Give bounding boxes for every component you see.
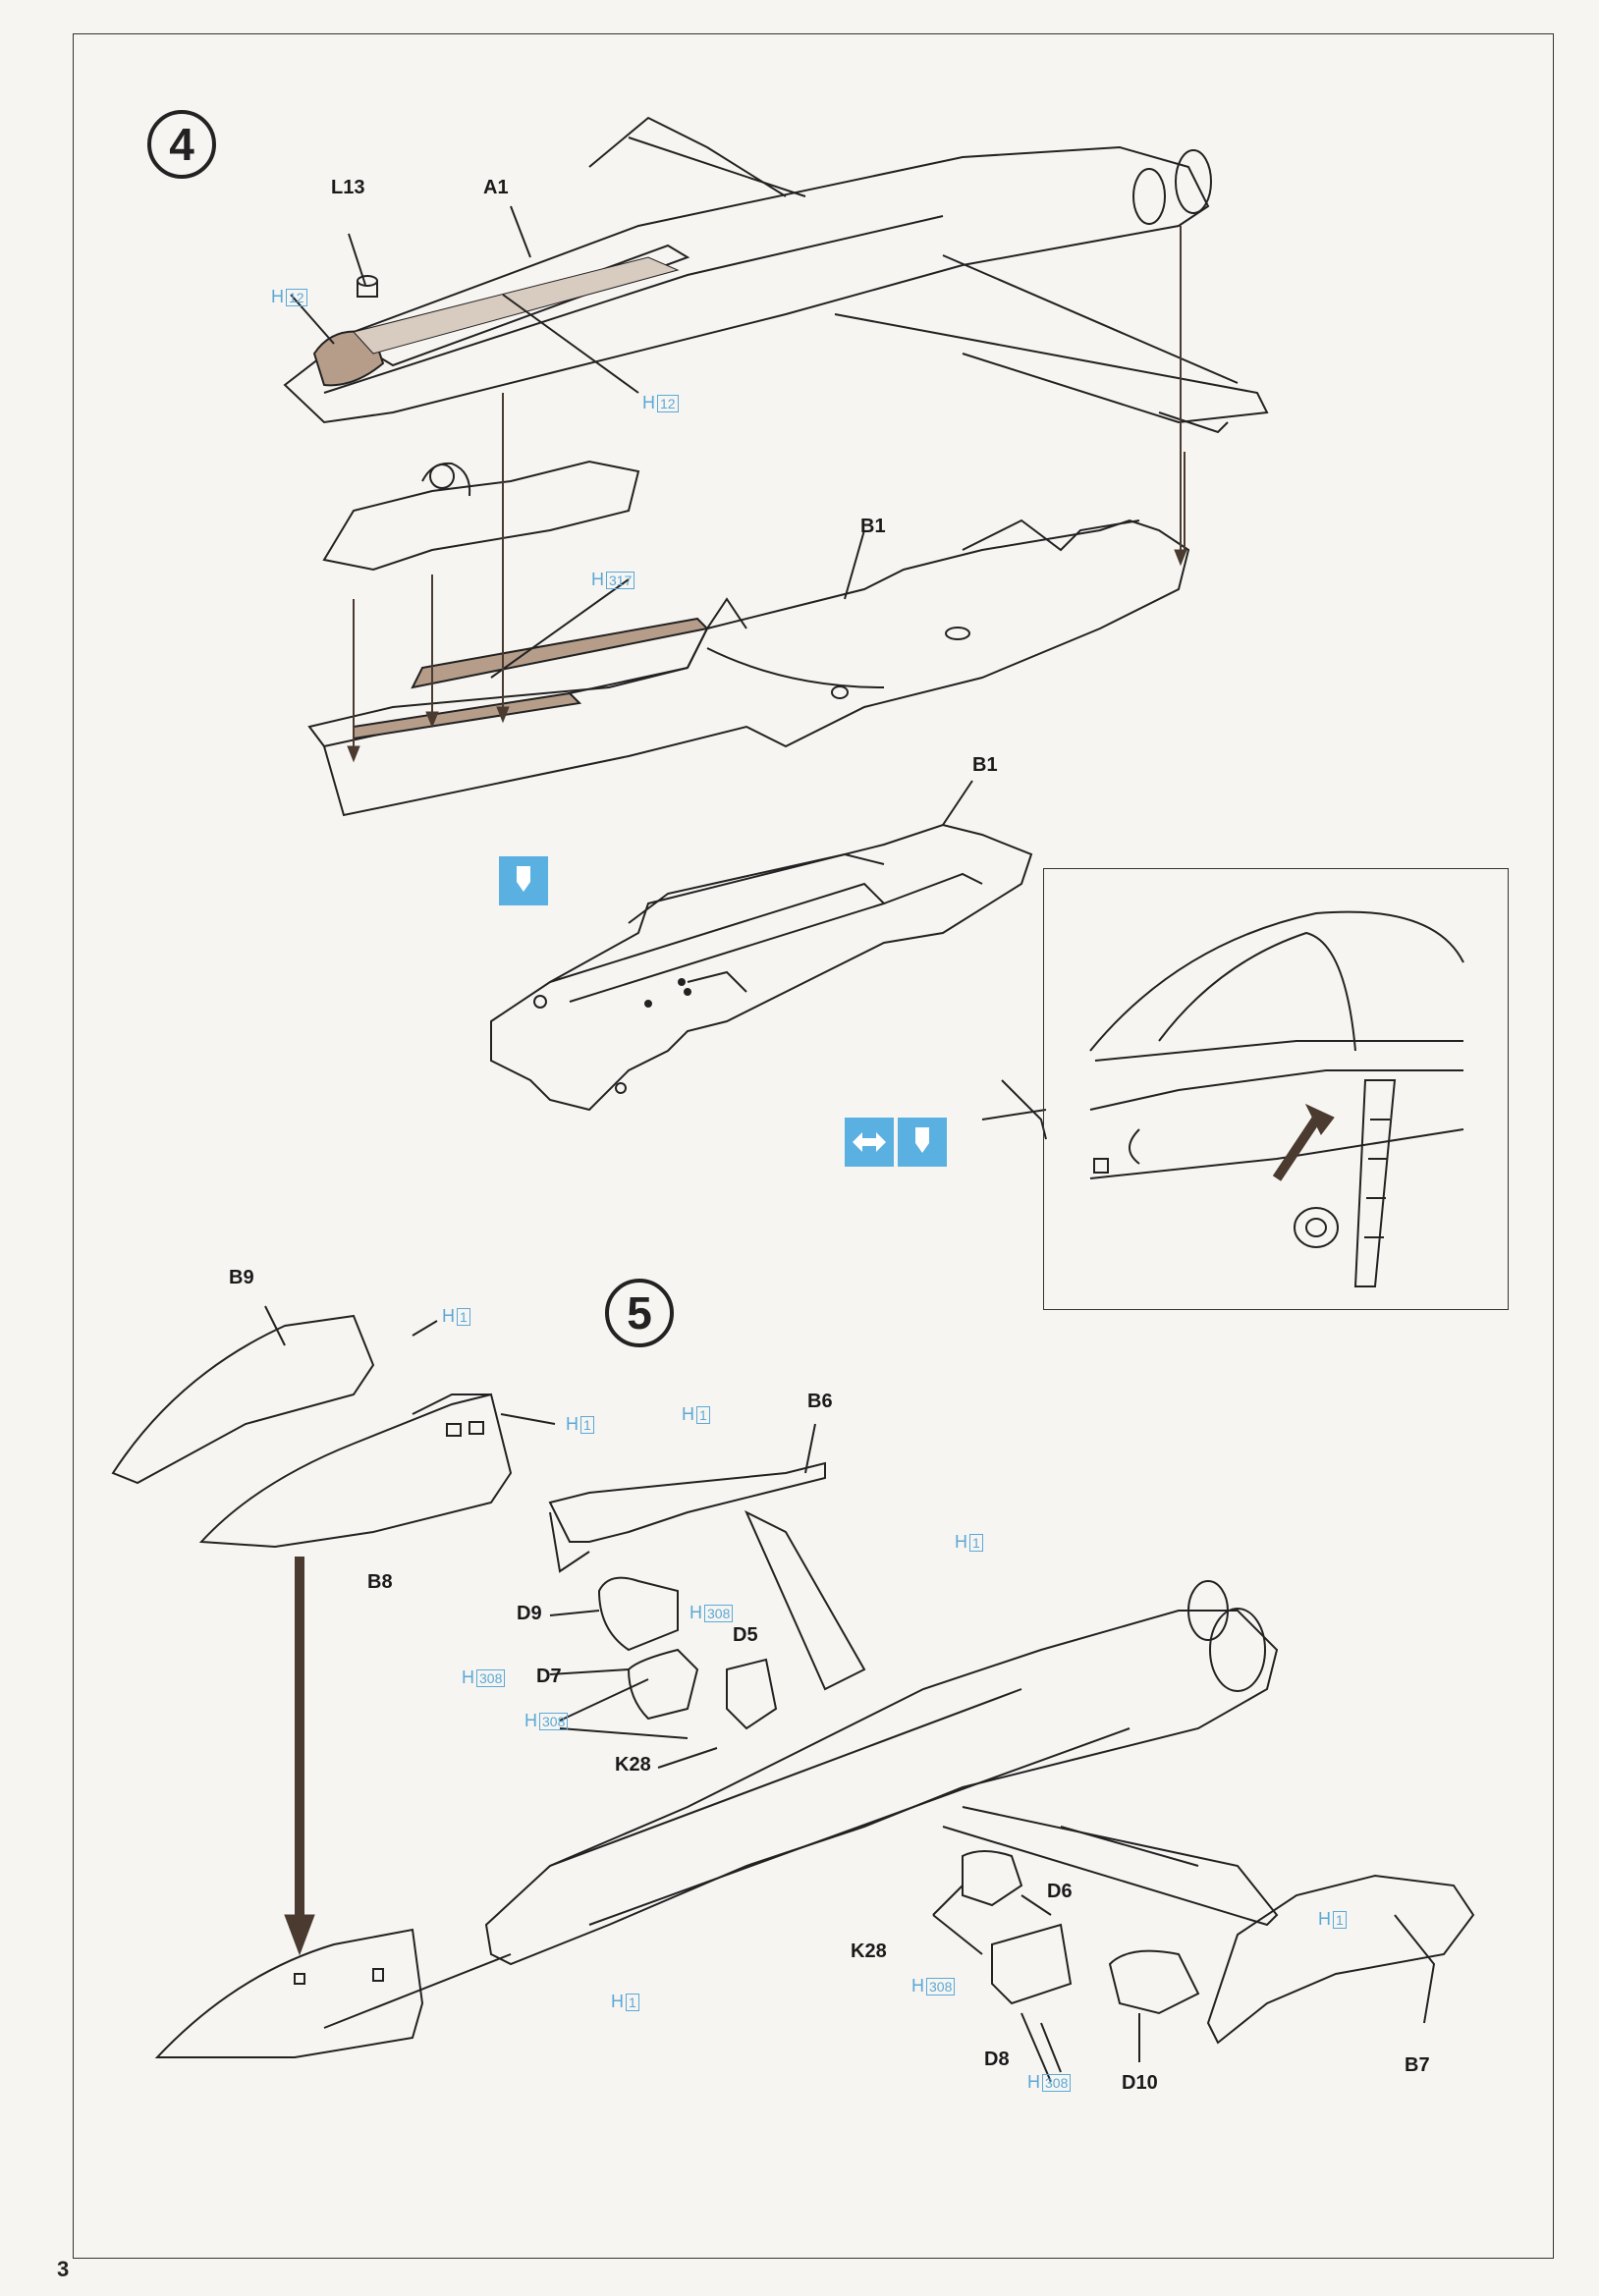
- part-label-D10: D10: [1122, 2072, 1158, 2094]
- part-label-B6: B6: [807, 1391, 833, 1412]
- part-label-B1-mid: B1: [972, 754, 998, 776]
- part-label-K28-right: K28: [851, 1941, 887, 1962]
- part-label-D5: D5: [733, 1624, 758, 1646]
- part-label-B9: B9: [229, 1267, 254, 1288]
- part-label-B8: B8: [367, 1571, 393, 1593]
- step-4-badge: 4: [147, 110, 216, 179]
- drill-hole-icon: [898, 1118, 947, 1167]
- part-label-D9: D9: [517, 1603, 542, 1624]
- part-label-D7: D7: [536, 1666, 562, 1687]
- swap-icon: [845, 1118, 894, 1167]
- step-5-badge: 5: [605, 1279, 674, 1347]
- detail-inset: [1043, 868, 1509, 1310]
- part-label-B7: B7: [1405, 2054, 1430, 2076]
- part-label-D6: D6: [1047, 1881, 1073, 1902]
- part-label-K28-left: K28: [615, 1754, 651, 1776]
- part-label-L13: L13: [331, 177, 365, 198]
- page-frame: [73, 33, 1554, 2259]
- drill-hole-icon: [499, 856, 548, 905]
- part-label-A1: A1: [483, 177, 509, 198]
- page-number: 3: [57, 2257, 70, 2281]
- part-label-B1-top: B1: [860, 516, 886, 537]
- part-label-D8: D8: [984, 2049, 1010, 2070]
